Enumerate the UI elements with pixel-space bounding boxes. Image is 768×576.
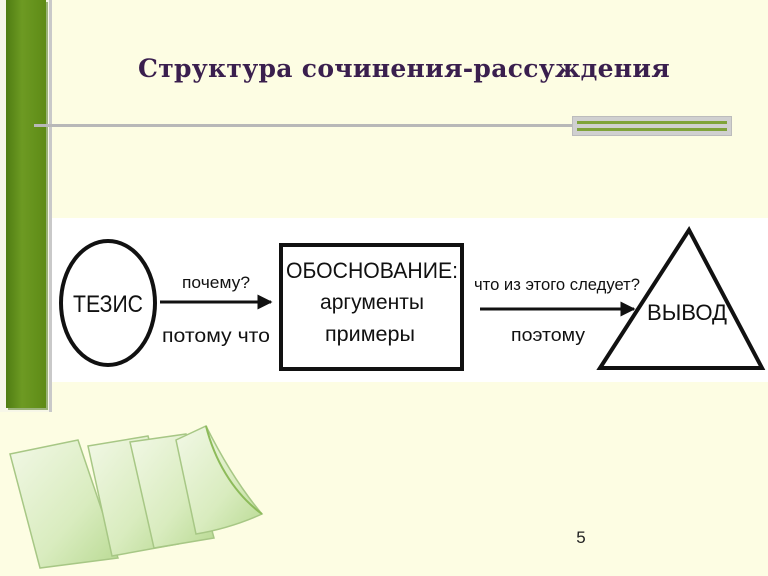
thesis-circle [59,239,157,367]
title-underline [34,124,579,127]
page-sheet-curled [175,425,264,535]
conclusion-node: ВЫВОД [596,226,766,370]
conclusion-triangle [596,226,766,370]
left-green-stripe [6,0,46,408]
arrow-therefore: что из этого следует? поэтому [474,275,640,345]
arrow-why: почему? потому что [160,273,273,347]
justification-examples: примеры [325,323,415,346]
justification-title: ОБОСНОВАНИЕ: [286,258,458,283]
slide-title: Структура сочинения-рассуждения [138,54,670,83]
stacked-pages-decoration [9,425,264,569]
justification-node: ОБОСНОВАНИЕ: аргументы примеры [279,243,464,371]
arrow-therefore-bottom-label: поэтому [511,325,585,345]
essay-structure-diagram: ТЕЗИС почему? потому что ОБОСНОВАНИЕ: ар… [59,226,766,371]
page-sheet [9,439,120,569]
arrow-therefore-top-label: что из этого следует? [474,275,640,294]
thesis-node: ТЕЗИС [59,239,157,367]
justification-arguments: аргументы [320,291,424,314]
title-underline-accent [572,116,732,136]
page-number: 5 [576,528,586,547]
thesis-label: ТЕЗИС [73,291,143,318]
left-divider-line [49,0,52,412]
left-decor-bar [0,0,52,412]
arrow-why-top-label: почему? [182,273,250,292]
arrow-why-bottom-label: потому что [162,326,270,347]
justification-box [279,243,464,371]
conclusion-label: ВЫВОД [647,300,727,325]
